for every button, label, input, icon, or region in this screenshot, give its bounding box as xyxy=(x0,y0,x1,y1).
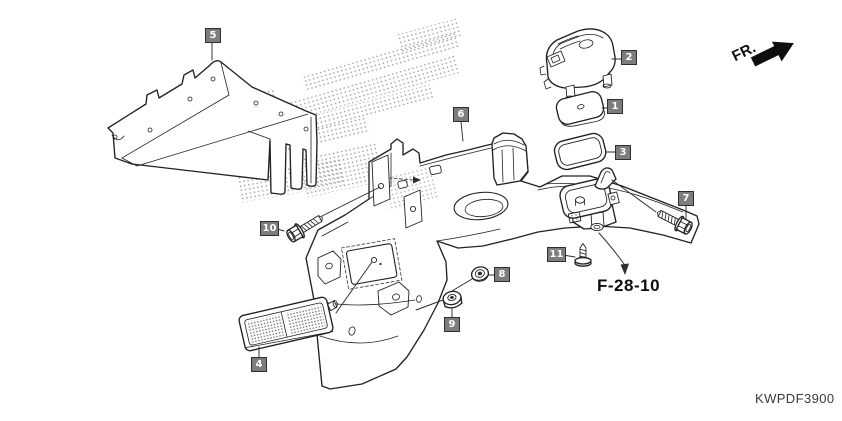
lock-latch-housing xyxy=(559,167,620,232)
callout-10[interactable]: 10 xyxy=(260,221,279,236)
callout-5[interactable]: 5 xyxy=(205,28,221,43)
figure-reference-arrow xyxy=(598,232,629,275)
front-direction-arrow xyxy=(750,41,794,67)
flange-nut xyxy=(470,266,490,282)
tapping-screw xyxy=(574,243,592,267)
seal-gasket xyxy=(553,132,607,171)
callout-1[interactable]: 1 xyxy=(607,99,623,114)
diagram-code: KWPDF3900 xyxy=(755,391,835,406)
cap-nut xyxy=(442,290,463,309)
callout-2[interactable]: 2 xyxy=(621,50,637,65)
flange-bolt-10 xyxy=(286,215,323,243)
seat-pad xyxy=(555,91,605,127)
flange-bolt-7 xyxy=(657,210,693,235)
figure-reference-link[interactable]: F-28-10 xyxy=(597,276,661,295)
callout-8[interactable]: 8 xyxy=(494,267,510,282)
heat-guard-bracket xyxy=(107,60,318,195)
callout-6[interactable]: 6 xyxy=(453,107,469,122)
callout-3[interactable]: 3 xyxy=(615,145,631,160)
callout-4[interactable]: 4 xyxy=(251,357,267,372)
leader-lines xyxy=(211,42,687,358)
callout-11[interactable]: 11 xyxy=(547,247,566,262)
callout-7[interactable]: 7 xyxy=(678,191,694,206)
reflector xyxy=(238,296,338,352)
cover xyxy=(539,28,616,101)
callout-9[interactable]: 9 xyxy=(444,317,460,332)
